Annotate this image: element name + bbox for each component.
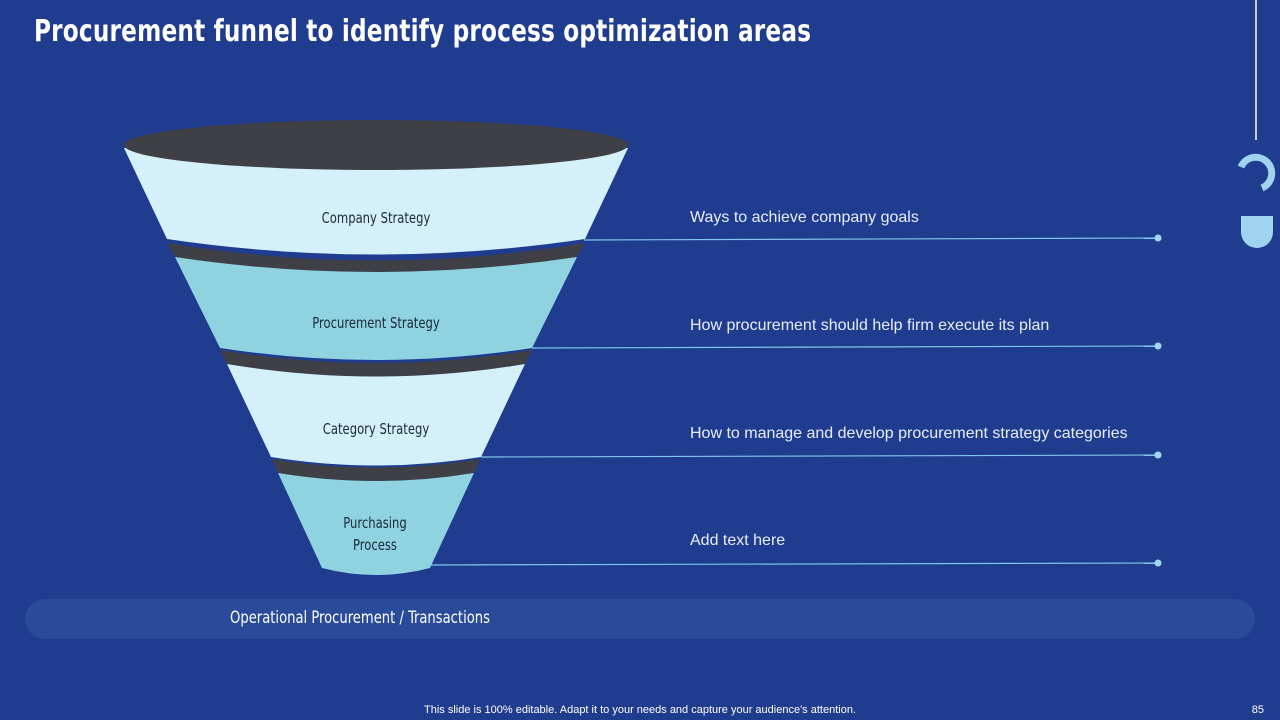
funnel-rim-2 — [167, 243, 585, 272]
funnel-label-4: Purchasing Process — [343, 514, 407, 554]
funnel-level-1 — [124, 148, 628, 255]
connector-dot-1 — [1154, 234, 1162, 242]
description-2: How procurement should help firm execute… — [690, 317, 1050, 334]
connector-line-2 — [531, 345, 1159, 349]
funnel-rim-3 — [220, 350, 532, 377]
connector-line-3 — [480, 454, 1159, 458]
funnel-level-4 — [278, 473, 474, 575]
connector-line-1 — [583, 237, 1159, 241]
funnel-level-2 — [175, 257, 577, 360]
base-bar-label: Operational Procurement / Transactions — [230, 608, 490, 628]
connector-dot-3 — [1154, 451, 1162, 459]
funnel-label-3: Category Strategy — [322, 420, 430, 438]
hook-icon — [1237, 153, 1276, 192]
funnel-label-1: Company Strategy — [321, 209, 431, 227]
slide-title: Procurement funnel to identify process o… — [34, 14, 812, 49]
funnel-label-2: Procurement Strategy — [312, 314, 440, 332]
funnel-top-rim — [124, 120, 628, 170]
description-4: Add text here — [690, 532, 786, 549]
connector-line-4 — [429, 562, 1159, 566]
connector-dot-2 — [1154, 342, 1162, 350]
description-3: How to manage and develop procurement st… — [690, 425, 1128, 442]
funnel-rim-4 — [272, 459, 480, 481]
funnel-level-3 — [227, 364, 525, 466]
description-1: Ways to achieve company goals — [690, 209, 919, 226]
footer-note: This slide is 100% editable. Adapt it to… — [424, 704, 856, 716]
page-number: 85 — [1251, 704, 1264, 716]
base-bar — [25, 599, 1255, 639]
drop-icon — [1241, 216, 1273, 248]
connector-dot-4 — [1154, 559, 1162, 567]
